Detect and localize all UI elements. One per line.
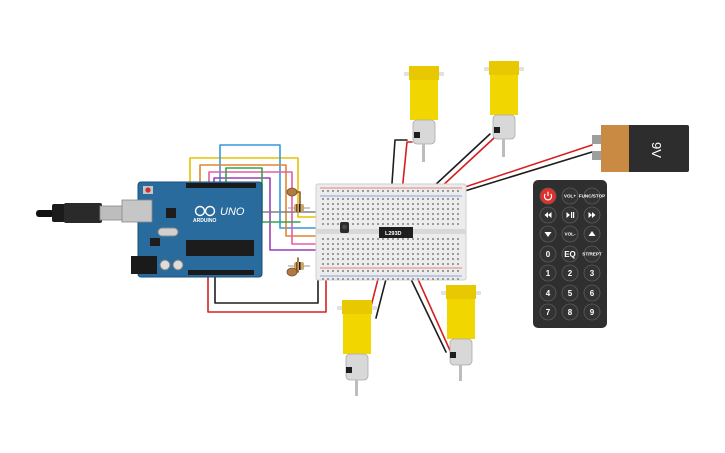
battery-terminal-negative	[592, 151, 601, 160]
remote-button-power[interactable]	[539, 187, 557, 205]
wire-purple-1[interactable]	[213, 177, 338, 251]
dc-motor-top-right[interactable]	[484, 61, 524, 157]
wire-orange-1[interactable]	[199, 164, 338, 237]
fast-forward-icon	[588, 212, 596, 218]
remote-button-label: 0	[546, 250, 551, 259]
resistor-bottom[interactable]	[288, 262, 310, 270]
remote-button-func-stop[interactable]: FUNC/STOP	[579, 187, 605, 205]
battery-9v[interactable]: 9V	[592, 125, 689, 172]
arduino-model-label: UNO	[220, 206, 245, 218]
remote-button-8[interactable]: 8	[561, 303, 579, 321]
triangle-up-icon	[588, 231, 596, 236]
battery-label: 9V	[649, 142, 664, 158]
triangle-down-icon	[544, 232, 552, 237]
photoresistor-top[interactable]	[286, 187, 298, 197]
capacitor-2	[172, 259, 184, 271]
remote-button-label: 7	[546, 308, 551, 317]
regulator	[150, 238, 160, 246]
dc-motor-top-left[interactable]	[404, 66, 444, 162]
usb-port	[121, 199, 153, 223]
remote-button-3[interactable]: 3	[583, 264, 601, 282]
remote-button-st-rept[interactable]: ST/REPT	[582, 245, 602, 263]
rewind-icon	[544, 212, 552, 218]
remote-button-vol-up[interactable]: VOL+	[561, 187, 579, 205]
capacitor-1	[159, 259, 171, 271]
remote-button-2[interactable]: 2	[561, 264, 579, 282]
photoresistor-bottom[interactable]	[286, 267, 298, 277]
reset-button-cap[interactable]	[145, 187, 151, 193]
atmega-chip	[186, 240, 254, 256]
remote-button-9[interactable]: 9	[583, 303, 601, 321]
remote-button-label: 9	[590, 308, 595, 317]
remote-button-label: 4	[546, 289, 551, 298]
remote-button-label: 8	[568, 308, 573, 317]
resistor-top[interactable]	[288, 204, 310, 212]
crystal	[157, 227, 179, 237]
remote-button-7[interactable]: 7	[539, 303, 557, 321]
breadboard-holes	[322, 190, 459, 280]
ir-receiver[interactable]	[340, 222, 349, 233]
remote-button-0[interactable]: 0	[539, 245, 557, 263]
motor-driver-chip[interactable]: L293D	[379, 227, 413, 238]
remote-button-label: 5	[568, 289, 573, 298]
wire-red-power[interactable]	[207, 271, 327, 313]
wire-yellow-1[interactable]	[189, 157, 338, 218]
remote-button-label: EQ	[564, 250, 576, 259]
remote-button-label: VOL+	[564, 194, 576, 199]
remote-button-4[interactable]: 4	[539, 284, 557, 302]
ir-remote[interactable]: VOL+FUNC/STOP VOL- 0 EQ ST/REPT 1 2 3 4 5 6 7 8 9	[533, 180, 607, 328]
remote-button-1[interactable]: 1	[539, 264, 557, 282]
remote-button-label: 3	[590, 269, 595, 278]
wire-pink-1[interactable]	[208, 171, 338, 245]
remote-button-label: 1	[546, 269, 551, 278]
driver-chip-label: L293D	[385, 231, 402, 237]
wire-green-1[interactable]	[225, 167, 301, 223]
dc-motor-bottom-left[interactable]	[337, 300, 377, 396]
remote-button-vol-down[interactable]: VOL-	[561, 225, 579, 243]
remote-button-label: 2	[568, 269, 573, 278]
small-chip	[166, 208, 176, 218]
dc-motor-bottom-right[interactable]	[441, 285, 481, 381]
arduino-brand-label: ARDUINO	[193, 218, 216, 224]
arduino-logo-icon	[194, 205, 216, 217]
remote-button-next[interactable]	[583, 206, 601, 224]
play-pause-icon	[566, 212, 575, 218]
remote-button-6[interactable]: 6	[583, 284, 601, 302]
remote-button-label: 6	[590, 289, 595, 298]
arduino-uno-board[interactable]: UNO ARDUINO	[121, 181, 263, 278]
usb-cable[interactable]	[36, 203, 125, 223]
remote-button-label: ST/REPT	[582, 252, 602, 257]
analog-header	[188, 270, 254, 275]
remote-button-up[interactable]	[583, 225, 601, 243]
remote-button-prev[interactable]	[539, 206, 557, 224]
remote-button-down[interactable]	[539, 225, 557, 243]
remote-button-play-pause[interactable]	[561, 206, 579, 224]
remote-button-5[interactable]: 5	[561, 284, 579, 302]
power-icon	[543, 191, 553, 201]
wire-black-ground[interactable]	[214, 269, 319, 304]
remote-button-eq[interactable]: EQ	[561, 245, 579, 263]
remote-button-label: VOL-	[565, 232, 576, 237]
power-jack	[131, 256, 157, 274]
remote-button-label: FUNC/STOP	[579, 194, 605, 199]
remote-button-grid: VOL+FUNC/STOP VOL- 0 EQ ST/REPT 1 2 3 4 5 6 7 8 9	[539, 187, 605, 321]
digital-header	[186, 183, 256, 188]
wire-blue-1[interactable]	[219, 144, 338, 229]
battery-terminal-positive	[592, 135, 601, 144]
